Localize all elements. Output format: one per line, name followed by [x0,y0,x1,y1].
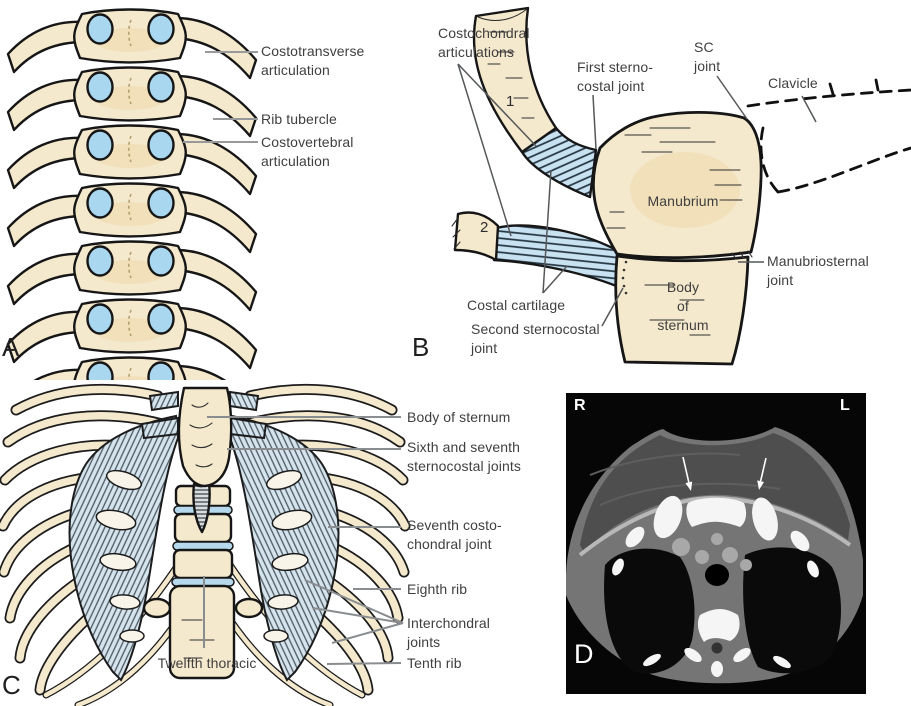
label-body-of-sternum-c: Body of sternum [407,409,511,425]
panel-c: Body of sternum Sixth and seventh sterno… [0,380,545,706]
ct-vertebral-body [697,609,740,642]
label-costochondral-articulations: Costochondral articulations [438,25,530,60]
panel-c-illustration [0,380,545,706]
panel-letter-d: D [574,639,594,669]
label-costovertebral-articulation: Costovertebral articulation [261,134,354,169]
ct-orientation-left: L [840,397,850,414]
panel-letter-c: C [2,670,21,700]
first-costal-cartilage [520,126,598,199]
leader-lines-c [203,416,404,665]
transverse-process [142,597,172,619]
second-sternocostal-dots [621,260,628,295]
ct-left-lung [743,547,841,674]
twelfth-thoracic-vertebra [168,584,236,680]
ct-left-clavicle-head [752,497,778,541]
label-second-sternocostal-joint: Second sternocostal joint [471,321,600,356]
label-costotransverse-articulation: Costotransverse articulation [261,43,365,78]
second-rib [453,211,500,262]
panel-b-illustration [451,6,911,366]
ct-lungs [604,547,841,674]
ct-trachea [705,564,729,586]
ct-arrow-left-head [757,480,764,490]
label-sixth-seventh-sternocostal: Sixth and seventh sternocostal joints [407,439,521,474]
label-rib-tubercle: Rib tubercle [261,111,337,127]
ct-orientation-right: R [574,397,586,414]
ct-right-lung [604,548,695,674]
label-interchondral-joints: Interchondral joints [407,615,491,650]
label-manubriosternal-joint: Manubriosternal joint [767,253,869,288]
transverse-process [234,597,264,619]
label-clavicle: Clavicle [768,75,818,91]
panel-a-illustration [6,8,258,428]
panel-a: Costotransverse articulation Rib tubercl… [0,0,410,428]
body-of-sternum-shape [614,254,750,366]
label-rib-1: 1 [506,93,515,110]
first-rib [472,6,558,154]
label-costal-cartilage: Costal cartilage [467,297,566,313]
label-first-sternocostal-joint: First sterno- costal joint [577,59,653,94]
label-manubrium: Manubrium [647,193,719,209]
label-seventh-costochondral: Seventh costo- chondral joint [407,517,502,552]
panel-letter-b: B [412,332,430,362]
manubrium-shading [630,152,740,228]
ct-arrow-right-head [685,481,693,491]
ct-chest-wall [580,433,850,553]
label-tenth-rib: Tenth rib [407,655,462,671]
label-twelfth-thoracic: Twelfth thoracic [157,655,257,671]
panel-d: R L D [560,385,910,706]
leader-lines-b [457,63,817,327]
ct-mediastinal-vessels [672,533,752,571]
ct-right-clavicle-head [653,495,683,539]
ct-arrows [682,456,767,491]
clavicle-dashed-outline [746,78,911,194]
leader-lines-a [183,51,258,143]
label-body-of-sternum: Body of sternum [657,279,709,333]
ct-bones [612,495,819,677]
vertebral-column [142,484,264,680]
label-rib-2: 2 [480,219,489,236]
sternum-shape [177,386,233,488]
label-eighth-rib: Eighth rib [407,581,468,597]
panel-b: Costochondral articulations First sterno… [410,0,911,380]
panel-letter-a: A [2,332,20,362]
intervertebral-disc [172,541,234,551]
label-sc-joint: SC joint [694,39,721,74]
ct-scan-image [566,393,866,694]
ct-manubrium [686,497,747,527]
ct-spinal-canal [711,642,723,654]
